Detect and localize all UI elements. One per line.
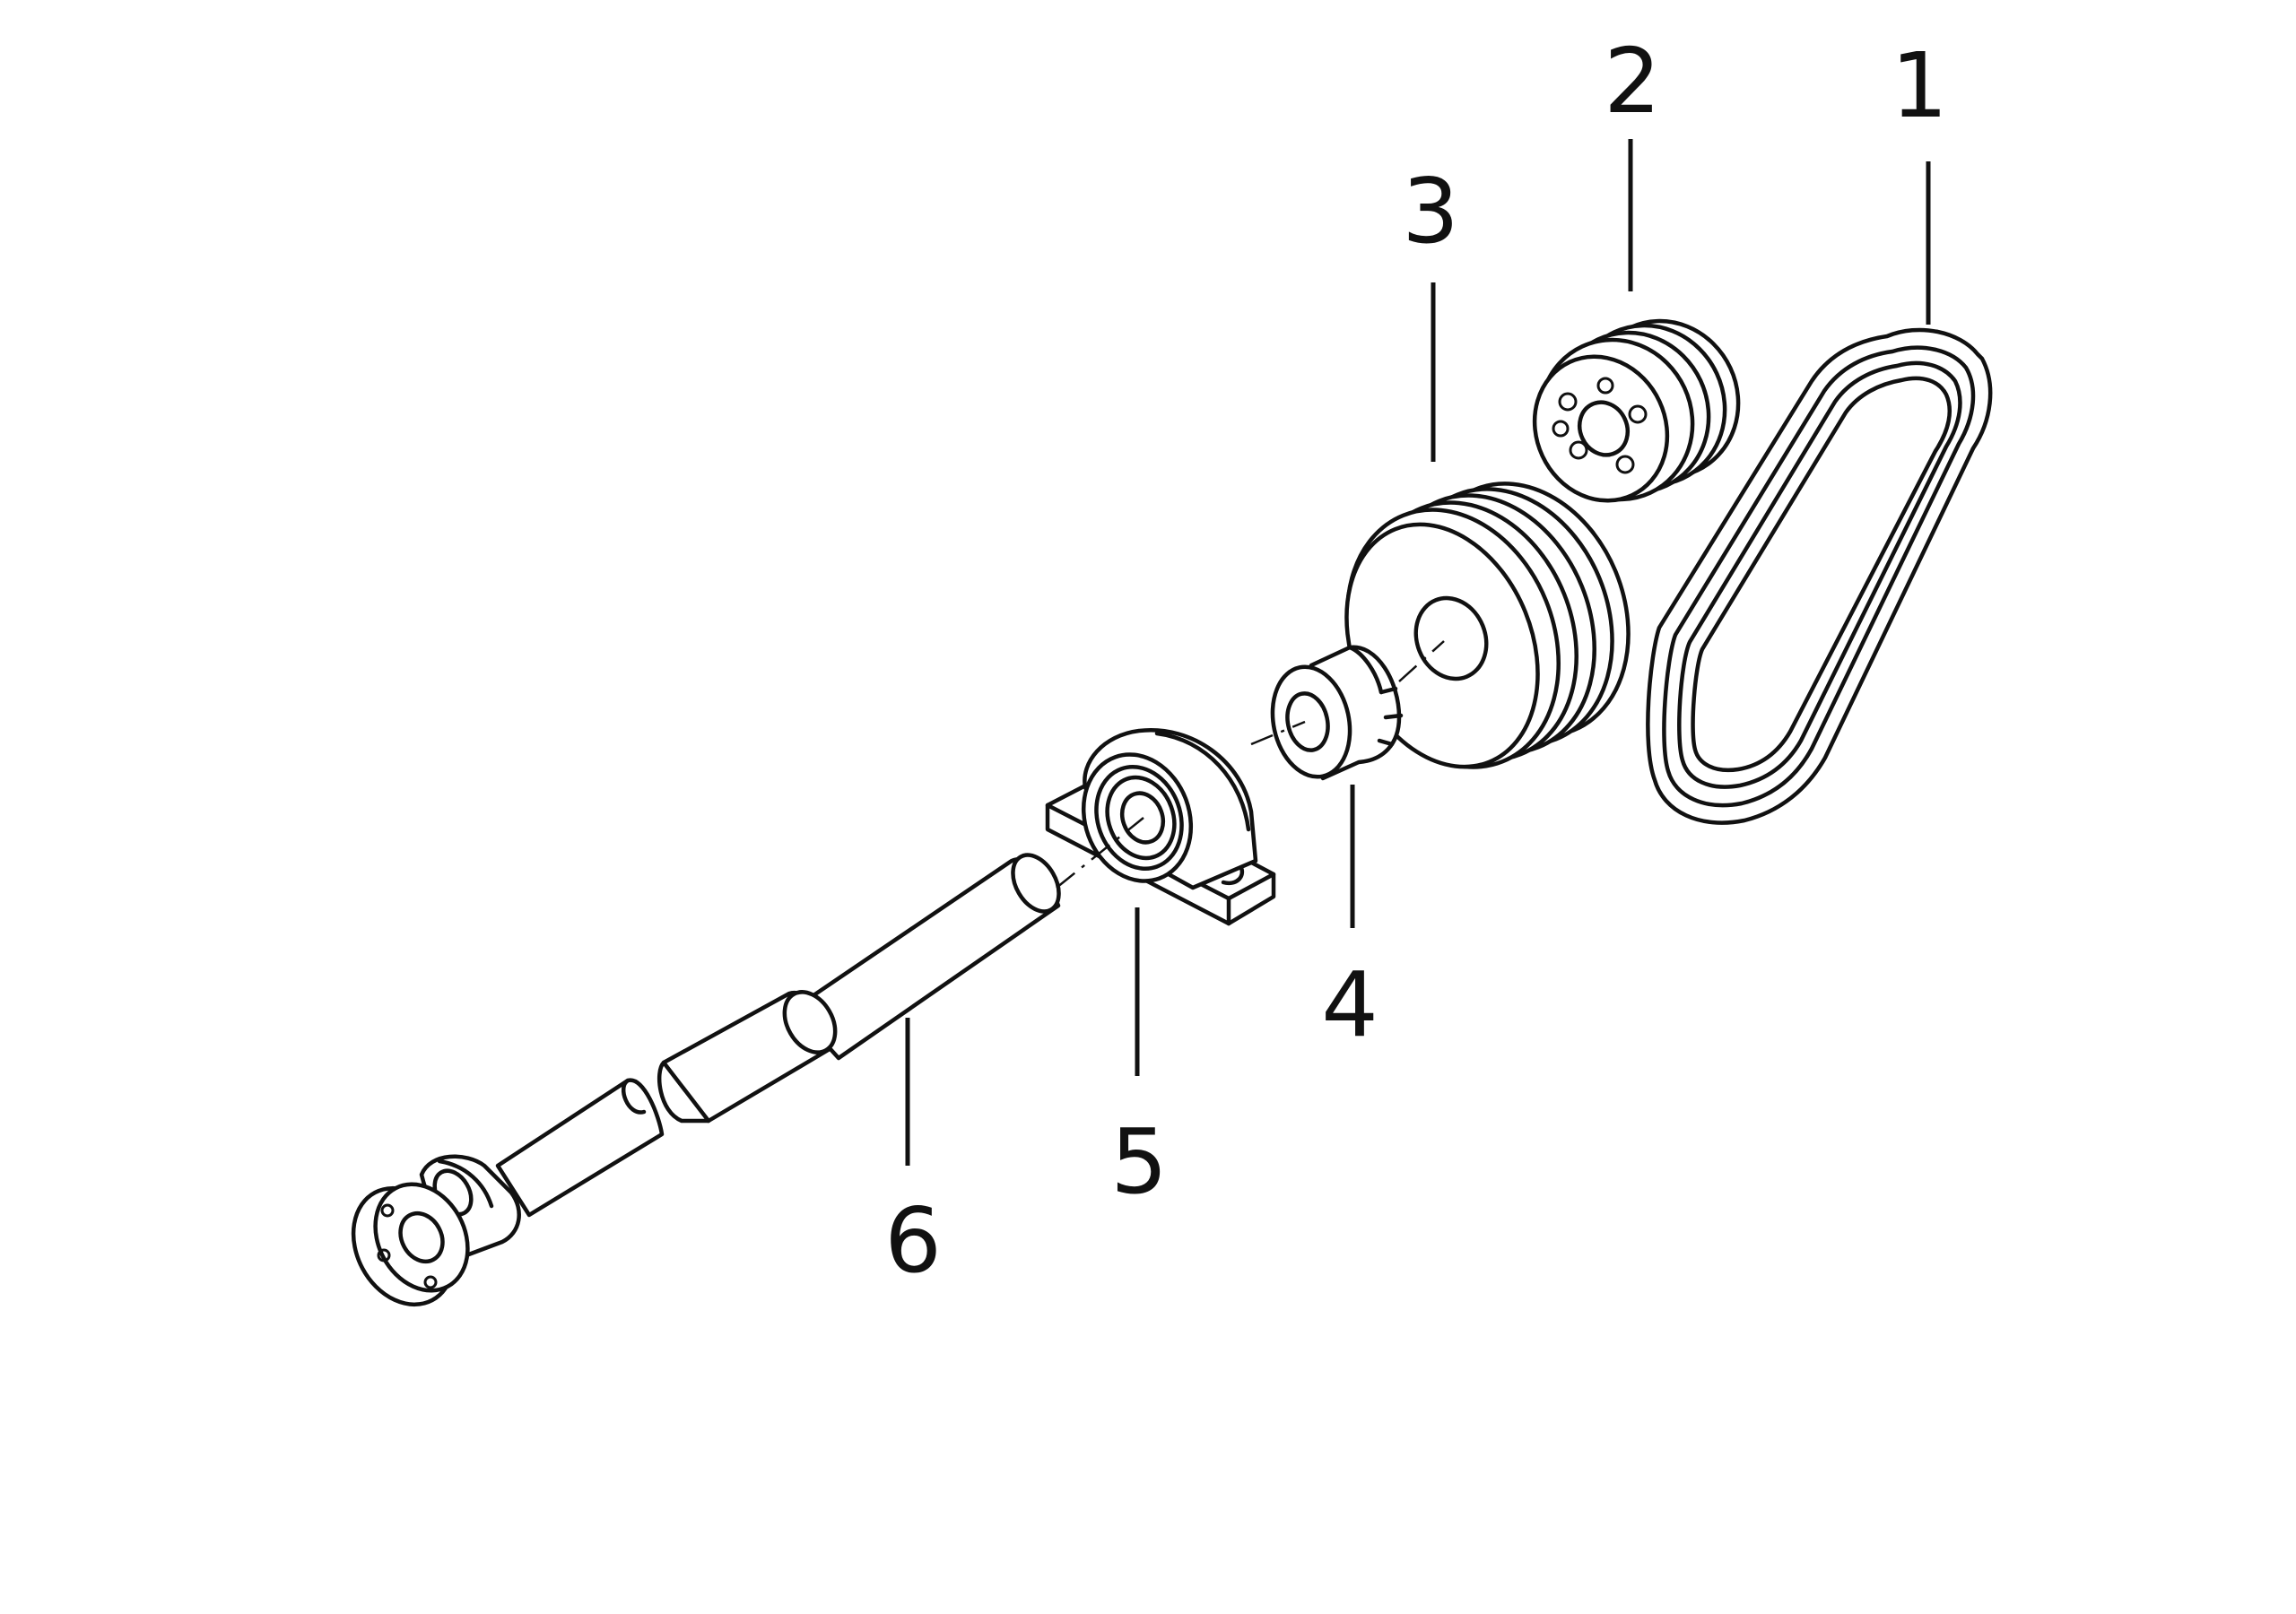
part-3-large-pulley	[1344, 482, 1631, 769]
callout-2: 2	[1604, 29, 1661, 134]
part-4-bushing	[1270, 645, 1404, 781]
part-1-drive-belt	[1646, 327, 1993, 825]
part-2-small-pulley	[1532, 318, 1741, 503]
callout-1: 1	[1891, 33, 1948, 138]
part-6-driveshaft	[351, 853, 1061, 1307]
callout-6: 6	[884, 1188, 942, 1293]
callout-5: 5	[1110, 1109, 1168, 1214]
assembly-axis	[1056, 640, 1445, 889]
callout-3: 3	[1402, 159, 1459, 264]
callout-4: 4	[1321, 952, 1378, 1057]
part-5-pillow-block-bearing	[1045, 727, 1276, 926]
